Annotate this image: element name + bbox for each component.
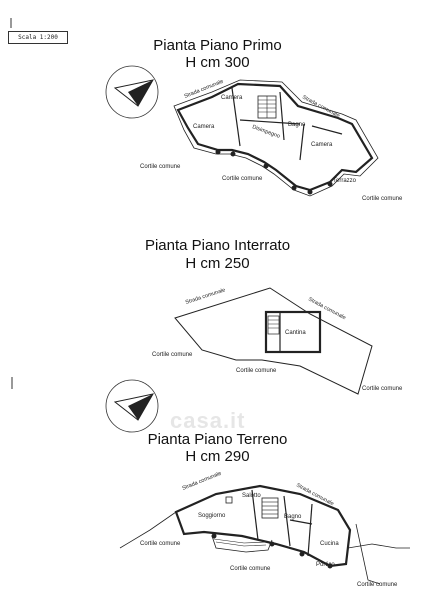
basement-title: Pianta Piano Interrato (144, 237, 291, 254)
first-floor-height: H cm 300 (185, 54, 250, 71)
room-label: Camera (193, 124, 215, 130)
area-label: Terrazzo (333, 178, 357, 184)
room-label: Cantina (285, 330, 306, 336)
watermark: casa.it (170, 408, 246, 433)
courtyard-label: Cortile comune (140, 541, 181, 547)
room-label: Soggiorno (198, 513, 226, 519)
courtyard-label: Cortile comune (362, 386, 403, 392)
room-label: Bagno (288, 122, 306, 128)
room-label: Bagno (284, 514, 302, 520)
room-label: Cucina (320, 541, 339, 547)
courtyard-label: Cortile comune (152, 352, 193, 358)
courtyard-label: Cortile comune (362, 196, 403, 202)
road-label: Strada comunale (182, 471, 223, 492)
room-label: Camera (221, 95, 243, 101)
cellar-room (264, 310, 322, 354)
courtyard-label: Cortile comune (236, 368, 277, 374)
basement-plan (174, 287, 373, 395)
ground-floor-plan (119, 484, 410, 585)
road-label: Strada comunale (185, 287, 226, 306)
road-label: Strada comunale (307, 296, 347, 321)
first-floor-outline-outer (173, 79, 379, 197)
north-arrow-icon (105, 379, 159, 433)
courtyard-label: Cortile comune (140, 164, 181, 170)
area-label: Portico (316, 562, 335, 568)
road-label: Strada comunale (301, 94, 341, 119)
basement-height: H cm 250 (185, 255, 250, 272)
room-label: Salotto (242, 493, 261, 499)
first-floor-title: Pianta Piano Primo (153, 37, 282, 54)
north-arrow-icon (105, 65, 159, 119)
courtyard-label: Cortile comune (222, 176, 263, 182)
room-label: Disimpegno (251, 124, 280, 140)
scale-label: Scala 1:200 (8, 31, 68, 44)
ground-floor-title: Pianta Piano Terreno (147, 431, 288, 448)
courtyard-label: Cortile comune (230, 566, 271, 572)
courtyard-label: Cortile comune (357, 582, 398, 588)
first-floor-plan (173, 79, 379, 197)
basement-outline (174, 287, 373, 395)
room-label: Camera (311, 142, 333, 148)
ground-floor-outline (174, 484, 352, 568)
ground-floor-height: H cm 290 (185, 448, 250, 465)
